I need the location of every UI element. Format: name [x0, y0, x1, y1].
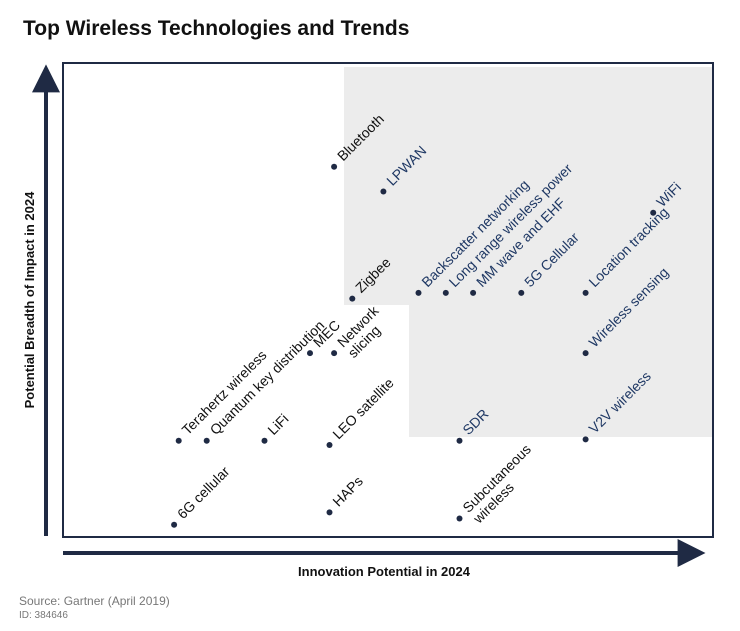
label-subcutaneous-wireless: Subcutaneouswireless [459, 441, 545, 527]
y-axis-title: Potential Breadth of Impact in 2024 [22, 191, 37, 408]
point-5g-cellular [518, 289, 525, 296]
point-lpwan [380, 188, 387, 195]
point-wireless-sensing [582, 350, 589, 357]
point-backscatter-networking [415, 289, 422, 296]
point-mm-wave-and-ehf [470, 289, 477, 296]
point-sdr [456, 437, 463, 444]
point-terahertz-wireless [175, 437, 182, 444]
source-note: Source: Gartner (April 2019) [19, 594, 170, 608]
point-lifi [261, 437, 268, 444]
point-location-tracking [582, 289, 589, 296]
label-quantum-key-distribution: Quantum key distribution [207, 317, 328, 438]
point-mec [307, 350, 313, 357]
label-6g-cellular: 6G cellular [174, 463, 233, 522]
chart-title: Top Wireless Technologies and Trends [23, 17, 410, 40]
plot-frame [62, 62, 714, 538]
point-v2v-wireless [582, 436, 589, 443]
point-leo-satellite [326, 442, 333, 448]
x-axis-title: Innovation Potential in 2024 [298, 564, 471, 579]
point-haps [326, 509, 333, 516]
document-id: ID: 384646 [19, 610, 68, 621]
point-6g-cellular [171, 521, 178, 528]
point-network-slicing [331, 350, 338, 357]
point-quantum-key-distribution [203, 437, 210, 444]
point-subcutaneous-wireless [456, 515, 463, 522]
label-haps: HAPs [329, 473, 366, 510]
point-wifi [650, 209, 657, 216]
point-bluetooth [331, 163, 338, 170]
shaded-region [344, 67, 713, 437]
label-network-slicing: Networkslicing [334, 302, 393, 361]
point-zigbee [349, 295, 356, 302]
label-lifi: LiFi [264, 411, 291, 438]
point-long-range-wireless-power [442, 289, 449, 296]
label-leo-satellite: LEO satellite [329, 375, 397, 443]
